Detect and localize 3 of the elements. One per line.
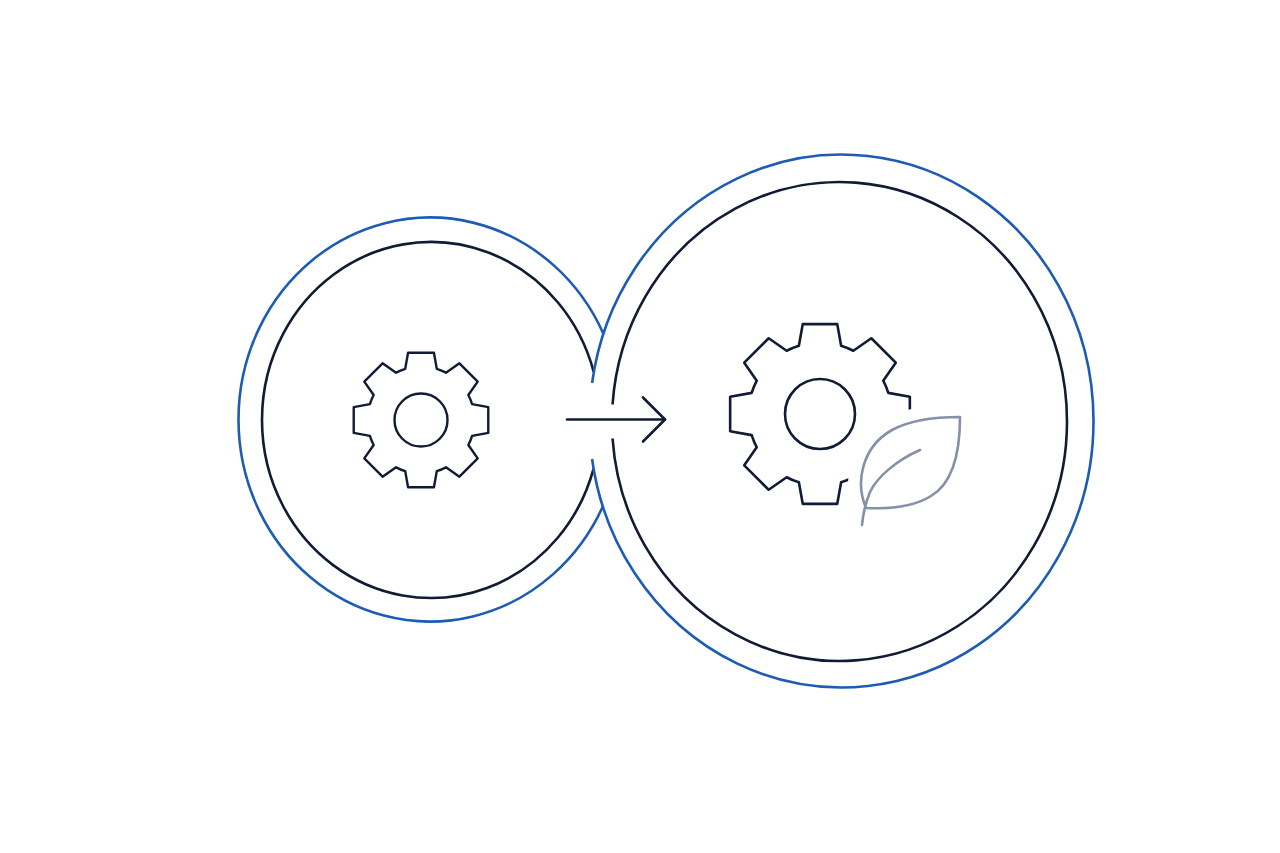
double-ring-circle	[237, 216, 604, 623]
arrow	[565, 396, 667, 443]
double-ring-circle	[589, 153, 1096, 689]
